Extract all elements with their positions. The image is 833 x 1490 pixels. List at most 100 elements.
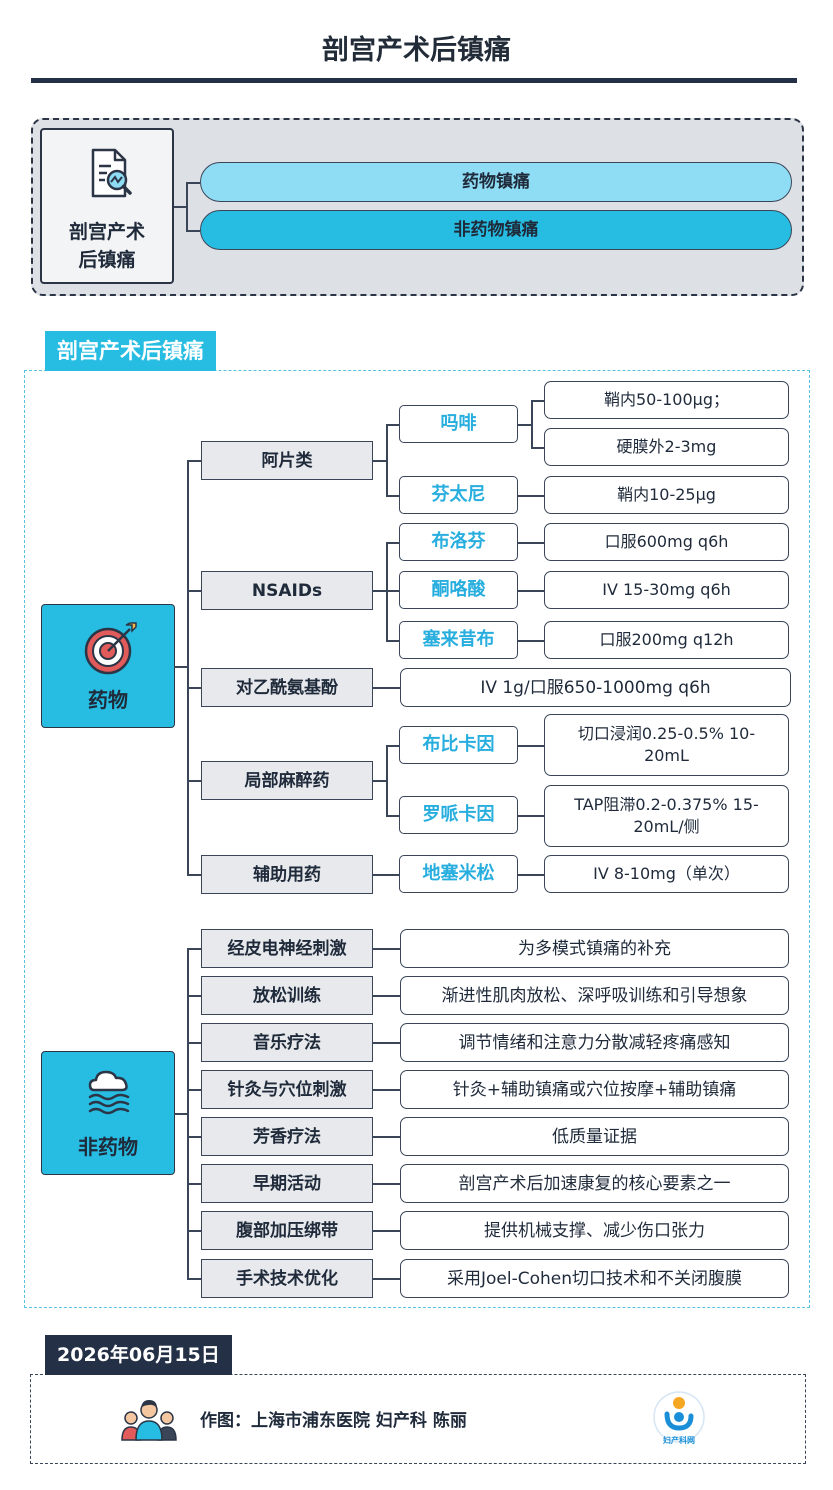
drug-ibuprofen: 布洛芬 (399, 523, 518, 561)
connector (187, 874, 201, 876)
detail-aromatherapy: 低质量证据 (400, 1117, 789, 1156)
credit-text: 作图：上海市浦东医院 妇产科 陈丽 (200, 1411, 467, 1431)
drug-morphine: 吗啡 (399, 405, 518, 443)
connector (386, 424, 388, 495)
section-frame (24, 370, 810, 1308)
method-acupuncture: 针灸与穴位刺激 (201, 1070, 373, 1109)
connector (518, 495, 544, 497)
drug-dexamethasone: 地塞米松 (399, 855, 518, 893)
method-aromatherapy: 芳香疗法 (201, 1117, 373, 1156)
connector (186, 230, 200, 232)
method-early-mobilization: 早期活动 (201, 1164, 373, 1203)
connector (518, 815, 544, 817)
connector (174, 206, 187, 208)
dose-ibuprofen: 口服600mg q6h (544, 523, 789, 561)
connector (186, 182, 188, 230)
drug-bupivacaine: 布比卡因 (399, 726, 518, 764)
connector (373, 1230, 400, 1232)
connector (518, 542, 544, 544)
method-surgical-technique: 手术技术优化 (201, 1259, 373, 1298)
dose-bupivacaine: 切口浸润0.25-0.5% 10-20mL (544, 714, 789, 776)
connector (373, 1136, 400, 1138)
connector (518, 874, 544, 876)
detail-surgical-technique: 采用Joel-Cohen切口技术和不关闭腹膜 (400, 1259, 789, 1298)
drug-fentanyl: 芬太尼 (399, 476, 518, 514)
connector (373, 1089, 400, 1091)
connector (373, 1278, 400, 1280)
connector (518, 424, 531, 426)
connector (187, 460, 189, 875)
footer-panel (30, 1374, 806, 1464)
connector (187, 460, 201, 462)
group-nsaids: NSAIDs (201, 571, 373, 610)
dose-acetaminophen: IV 1g/口服650-1000mg q6h (400, 668, 791, 707)
connector (373, 590, 386, 592)
group-opioids: 阿片类 (201, 441, 373, 480)
dose-morphine-epidural: 硬膜外2-3mg (544, 428, 789, 466)
connector (373, 687, 400, 689)
connector (386, 495, 399, 497)
detail-music: 调节情绪和注意力分散减轻疼痛感知 (400, 1023, 789, 1062)
connector (373, 780, 386, 782)
connector (386, 542, 399, 544)
date-label: 2026年06月15日 (45, 1335, 232, 1375)
connector (518, 745, 544, 747)
connector (518, 640, 544, 642)
connector (386, 745, 399, 747)
connector (531, 400, 533, 447)
method-music: 音乐疗法 (201, 1023, 373, 1062)
connector (373, 995, 400, 997)
connector (174, 666, 188, 668)
group-local-anesthetics: 局部麻醉药 (201, 761, 373, 800)
dose-fentanyl: 鞘内10-25μg (544, 476, 789, 514)
connector (187, 1089, 201, 1091)
connector (386, 590, 399, 592)
group-acetaminophen: 对乙酰氨基酚 (201, 668, 373, 707)
dose-ropivacaine: TAP阻滞0.2-0.375% 15-20mL/侧 (544, 785, 789, 847)
connector (187, 1042, 201, 1044)
connector (531, 447, 544, 449)
connector (373, 874, 400, 876)
connector (187, 1230, 201, 1232)
connector (187, 948, 201, 950)
connector (187, 590, 201, 592)
drug-ketorolac: 酮咯酸 (399, 571, 518, 609)
overview-card: 剖宫产术 后镇痛 (40, 128, 174, 284)
branch-nondrug-analgesia: 非药物镇痛 (200, 210, 792, 250)
connector (373, 460, 386, 462)
connector (531, 400, 544, 402)
connector (186, 182, 200, 184)
dose-ketorolac: IV 15-30mg q6h (544, 571, 789, 609)
connector (187, 780, 201, 782)
connector (174, 1113, 188, 1115)
connector (386, 745, 388, 815)
dose-celecoxib: 口服200mg q12h (544, 621, 789, 659)
brand-name: 妇产科网 (663, 1436, 695, 1445)
connector (518, 590, 544, 592)
cloud-wind-icon (88, 1070, 130, 1115)
connector (187, 687, 201, 689)
connector (373, 1183, 400, 1185)
dose-morphine-intrathecal: 鞘内50-100μg； (544, 381, 789, 419)
connector (373, 948, 400, 950)
people-icon (121, 1400, 177, 1441)
drug-ropivacaine: 罗哌卡因 (399, 796, 518, 834)
group-adjuvants: 辅助用药 (201, 855, 373, 894)
target-icon (84, 622, 137, 675)
section-title: 剖宫产术后镇痛 (45, 331, 216, 371)
method-relaxation: 放松训练 (201, 976, 373, 1015)
dose-dexamethasone: IV 8-10mg（单次） (544, 855, 789, 893)
detail-relaxation: 渐进性肌肉放松、深呼吸训练和引导想象 (400, 976, 789, 1015)
detail-early-mobilization: 剖宫产术后加速康复的核心要素之一 (400, 1164, 789, 1203)
detail-tens: 为多模式镇痛的补充 (400, 929, 789, 968)
document-chart-icon (91, 148, 132, 198)
detail-abdominal-binder: 提供机械支撑、减少伤口张力 (400, 1211, 789, 1250)
detail-acupuncture: 针灸+辅助镇痛或穴位按摩+辅助镇痛 (400, 1070, 789, 1109)
overview-label: 剖宫产术 后镇痛 (68, 221, 145, 271)
method-abdominal-binder: 腹部加压绑带 (201, 1211, 373, 1250)
connector (187, 995, 201, 997)
brand-logo (653, 1391, 705, 1443)
branch-drug-analgesia: 药物镇痛 (200, 162, 792, 202)
method-tens: 经皮电神经刺激 (201, 929, 373, 968)
connector (386, 815, 399, 817)
